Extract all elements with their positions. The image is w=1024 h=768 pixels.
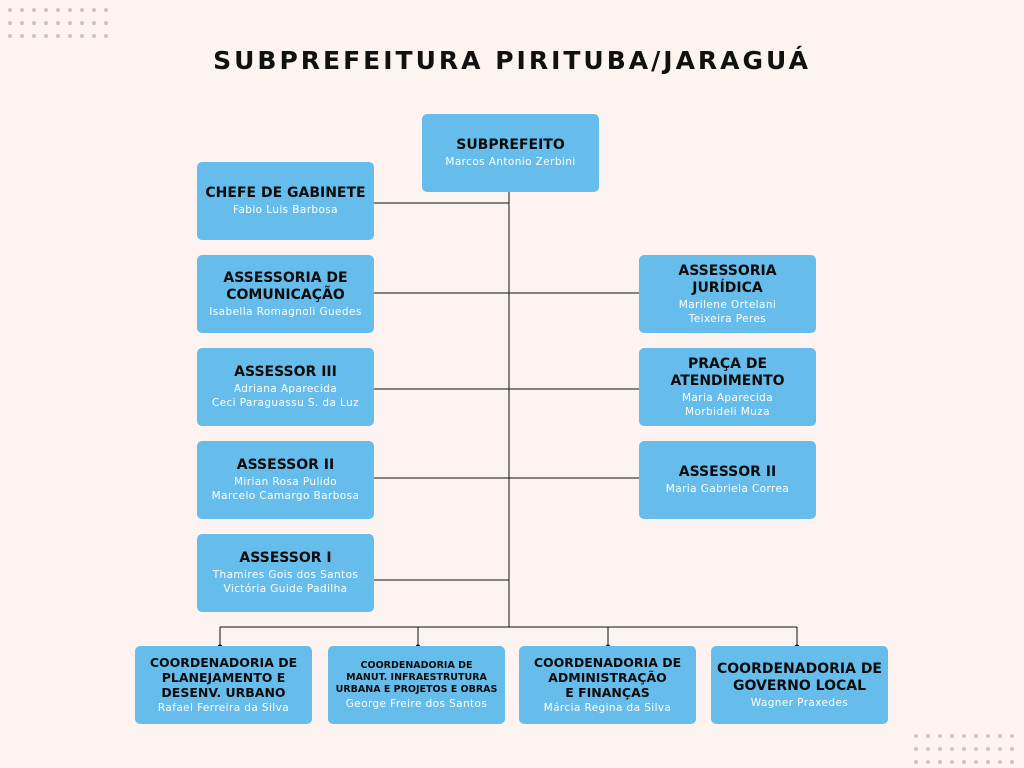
decorative-dot	[68, 21, 72, 25]
decorative-dot	[974, 760, 978, 764]
node-subprefeito: SUBPREFEITO Marcos Antonio Zerbini	[422, 114, 599, 192]
decorative-dot	[962, 760, 966, 764]
node-names: Thamires Gois dos Santos Victória Guide …	[212, 569, 359, 595]
decorative-dot	[914, 747, 918, 751]
node-names: Isabella Romagnoli Guedes	[209, 305, 362, 318]
decorative-dot	[44, 34, 48, 38]
decorative-dot	[8, 8, 12, 12]
node-coordenadoria-manutencao: COORDENADORIA DE MANUT. INFRAESTRUTURA U…	[328, 646, 505, 724]
node-title: COORDENADORIA DE PLANEJAMENTO E DESENV. …	[149, 655, 298, 700]
node-title: ASSESSORIA DE COMUNICAÇÃO	[223, 269, 348, 303]
decorative-dot	[986, 734, 990, 738]
decorative-dot	[914, 734, 918, 738]
node-title: COORDENADORIA DE GOVERNO LOCAL	[717, 660, 882, 694]
node-names: Mirian Rosa Pulido Marcelo Camargo Barbo…	[211, 476, 360, 502]
decorative-dot	[8, 34, 12, 38]
node-names: Márcia Regina da Silva	[543, 702, 672, 714]
decorative-dot	[938, 747, 942, 751]
decorative-dot	[926, 760, 930, 764]
decorative-dot	[962, 747, 966, 751]
decorative-dot	[998, 734, 1002, 738]
decorative-dot	[92, 21, 96, 25]
node-names: Adriana Aparecida Ceci Paraguassu S. da …	[211, 383, 360, 409]
node-names: Maria Gabriela Correa	[665, 483, 790, 495]
node-names: George Freire dos Santos	[345, 697, 488, 710]
page-title: SUBPREFEITURA PIRITUBA/JARAGUÁ	[213, 46, 811, 75]
decorative-dot	[914, 760, 918, 764]
decorative-dot	[56, 21, 60, 25]
node-assessor-i: ASSESSOR I Thamires Gois dos Santos Vict…	[197, 534, 374, 612]
node-coordenadoria-administracao: COORDENADORIA DE ADMINISTRAÇÃO E FINANÇA…	[519, 646, 696, 724]
decorative-dot	[104, 8, 108, 12]
decorative-dot	[20, 8, 24, 12]
node-title: ASSESSOR II	[236, 457, 335, 473]
decorative-dot	[44, 8, 48, 12]
node-praca-de-atendimento: PRAÇA DE ATENDIMENTO Maria Aparecida Mor…	[639, 348, 816, 426]
node-coordenadoria-governo-local: COORDENADORIA DE GOVERNO LOCAL Wagner Pr…	[711, 646, 888, 724]
node-title: ASSESSOR III	[234, 364, 337, 380]
decorative-dot	[32, 8, 36, 12]
node-title: SUBPREFEITO	[456, 137, 565, 153]
decorative-dot	[974, 747, 978, 751]
decorative-dot	[92, 34, 96, 38]
node-assessoria-de-comunicacao: ASSESSORIA DE COMUNICAÇÃO Isabella Romag…	[197, 255, 374, 333]
node-title: ASSESSOR II	[678, 464, 777, 480]
decorative-dot	[104, 21, 108, 25]
node-title: ASSESSORIA JURÍDICA	[678, 262, 777, 296]
decorative-dot	[68, 34, 72, 38]
decorative-dot	[32, 34, 36, 38]
decorative-dot	[104, 34, 108, 38]
decorative-dot	[56, 34, 60, 38]
node-title: COORDENADORIA DE MANUT. INFRAESTRUTURA U…	[335, 659, 498, 695]
node-names: Fabio Luis Barbosa	[232, 204, 339, 216]
decorative-dot	[80, 8, 84, 12]
decorative-dot	[962, 734, 966, 738]
decorative-dot	[56, 8, 60, 12]
decorative-dot	[1010, 747, 1014, 751]
decorative-dot	[986, 747, 990, 751]
decorative-dot	[974, 734, 978, 738]
decorative-dot	[8, 21, 12, 25]
decorative-dot	[938, 734, 942, 738]
decorative-dot	[80, 34, 84, 38]
node-chefe-de-gabinete: CHEFE DE GABINETE Fabio Luis Barbosa	[197, 162, 374, 240]
node-names: Rafael Ferreira da Silva	[157, 702, 290, 714]
decorative-dot	[938, 760, 942, 764]
node-assessor-iii: ASSESSOR III Adriana Aparecida Ceci Para…	[197, 348, 374, 426]
decorative-dot	[92, 8, 96, 12]
node-assessor-ii-right: ASSESSOR II Maria Gabriela Correa	[639, 441, 816, 519]
decorative-dot	[68, 8, 72, 12]
decorative-dot	[20, 34, 24, 38]
decorative-dot	[998, 747, 1002, 751]
node-title: ASSESSOR I	[239, 550, 332, 566]
decorative-dot	[44, 21, 48, 25]
decorative-dot	[1010, 760, 1014, 764]
node-assessor-ii-left: ASSESSOR II Mirian Rosa Pulido Marcelo C…	[197, 441, 374, 519]
decorative-dot	[986, 760, 990, 764]
node-title: CHEFE DE GABINETE	[205, 185, 366, 201]
decorative-dot	[998, 760, 1002, 764]
decorative-dot	[32, 21, 36, 25]
node-title: COORDENADORIA DE ADMINISTRAÇÃO E FINANÇA…	[533, 655, 682, 700]
decorative-dot	[950, 747, 954, 751]
decorative-dot	[80, 21, 84, 25]
node-assessoria-juridica: ASSESSORIA JURÍDICA Marilene Ortelani Te…	[639, 255, 816, 333]
node-names: Maria Aparecida Morbideli Muza	[681, 391, 774, 418]
node-names: Wagner Praxedes	[750, 696, 849, 709]
decorative-dot	[1010, 734, 1014, 738]
decorative-dot	[926, 747, 930, 751]
decorative-dot	[950, 734, 954, 738]
node-title: PRAÇA DE ATENDIMENTO	[670, 355, 785, 389]
node-names: Marilene Ortelani Teixeira Peres	[678, 298, 777, 325]
node-names: Marcos Antonio Zerbini	[445, 156, 576, 168]
node-coordenadoria-planejamento: COORDENADORIA DE PLANEJAMENTO E DESENV. …	[135, 646, 312, 724]
decorative-dot	[950, 760, 954, 764]
decorative-dot	[20, 21, 24, 25]
decorative-dot	[926, 734, 930, 738]
